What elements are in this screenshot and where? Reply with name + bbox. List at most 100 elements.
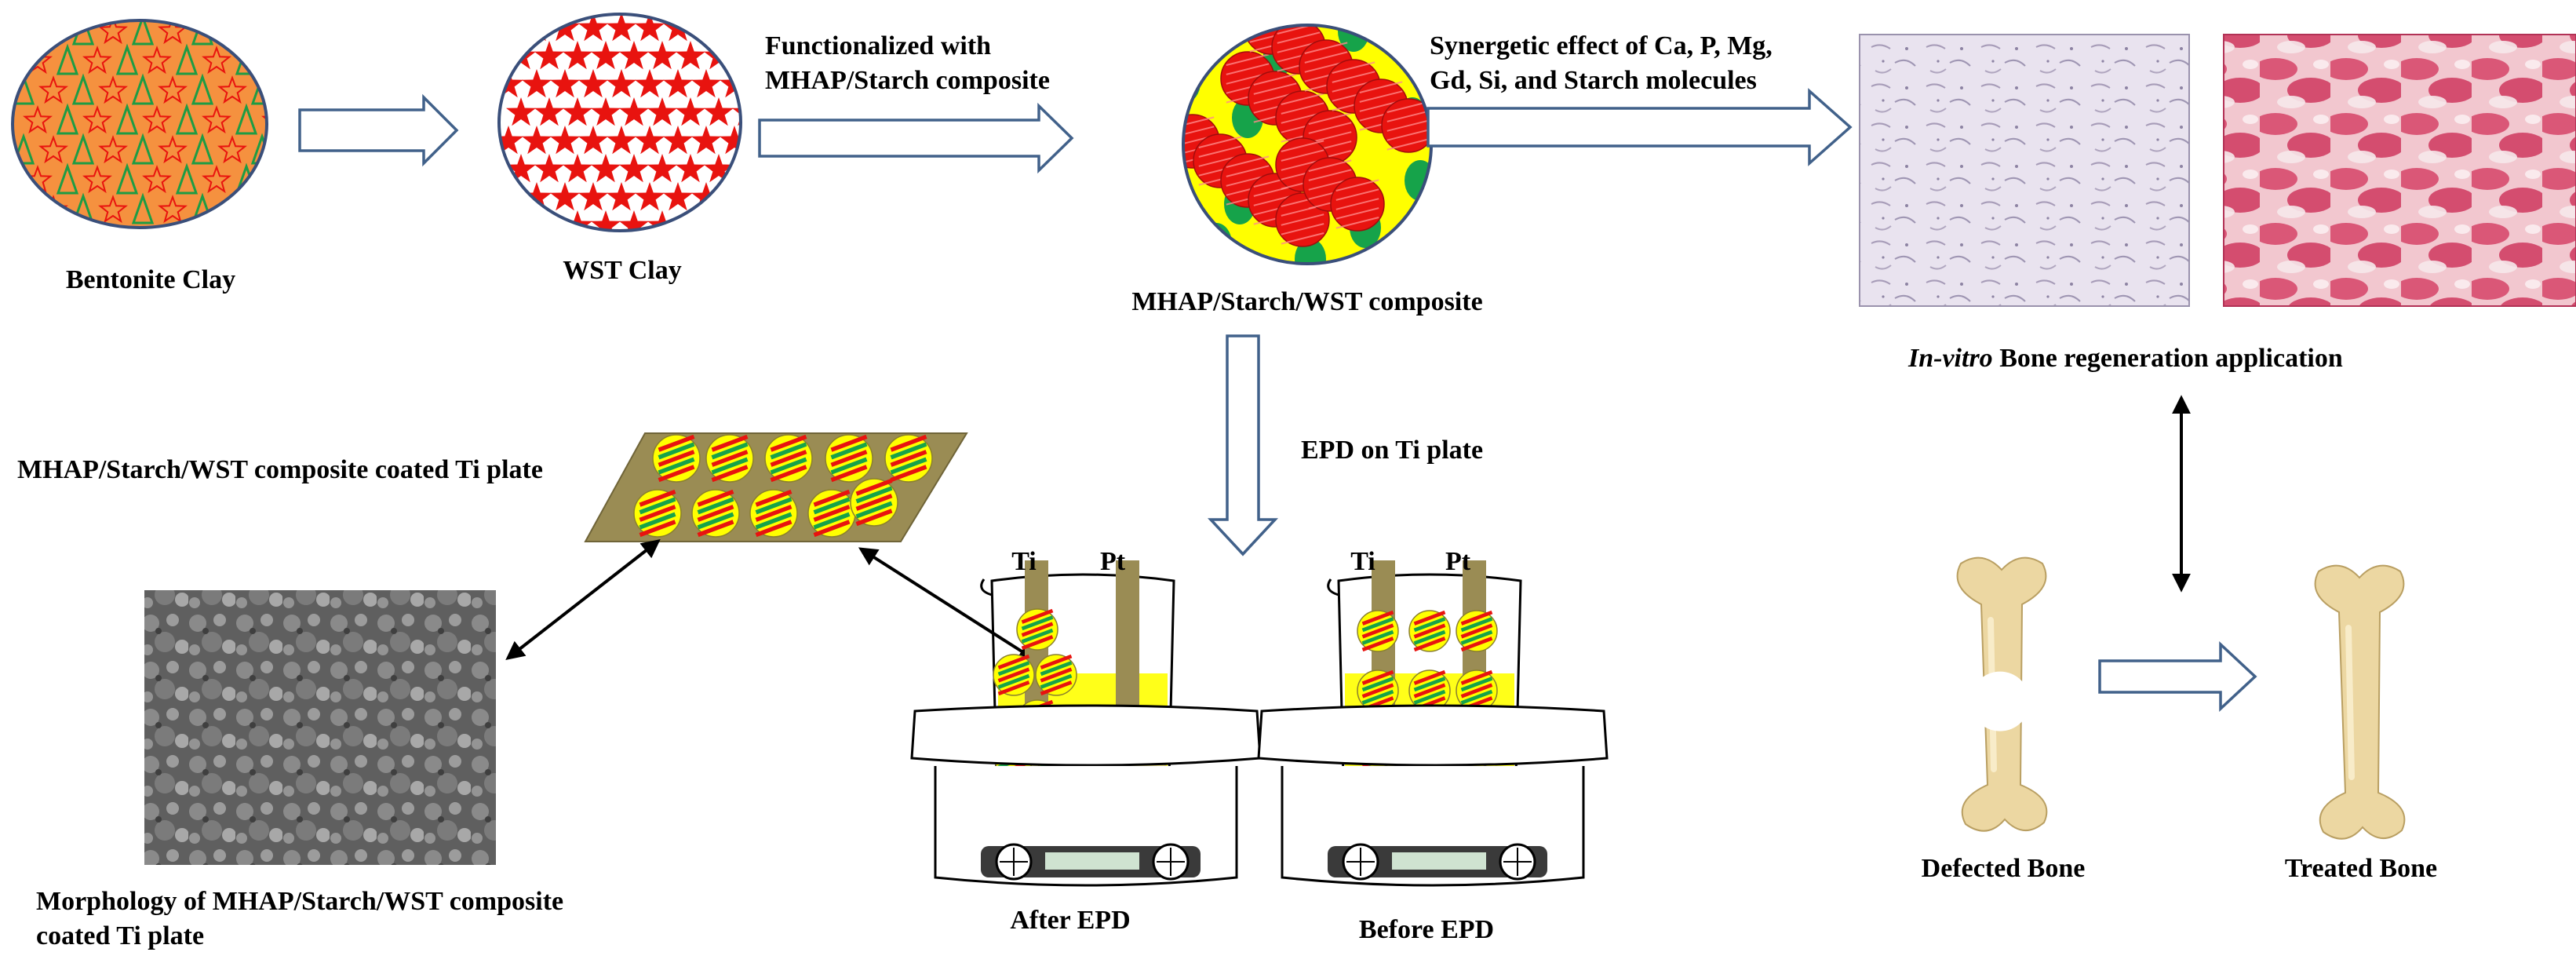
coated-particle-stripe <box>1021 635 1054 651</box>
coated-particle-stripe <box>639 497 676 515</box>
hotplate-top <box>910 704 1262 767</box>
arrow-wst-to-composite <box>758 102 1074 174</box>
particle-stripe <box>1308 159 1352 172</box>
after-epd-setup-hotplate <box>910 704 1262 887</box>
star-shape <box>635 182 665 211</box>
coated-particle-stripe <box>1413 669 1446 685</box>
coated-particle-stripe <box>1361 610 1394 626</box>
particle-stripe <box>1250 3 1292 14</box>
coated-particle-stripe <box>658 442 695 460</box>
coated-particle-stripe <box>711 465 749 483</box>
star-shape <box>202 105 231 134</box>
treated-bone <box>2314 564 2406 840</box>
coated-particle <box>1456 610 1498 652</box>
star-shape <box>38 135 68 164</box>
bentonite-clay-label: Bentonite Clay <box>65 265 236 294</box>
triangle-shape <box>191 73 214 105</box>
star-shape <box>676 41 705 70</box>
star-shape <box>663 126 693 155</box>
bone-defect <box>1970 671 2030 731</box>
composite-particle <box>1330 177 1385 232</box>
hotplate-display <box>1392 852 1486 870</box>
star-shape <box>98 135 128 164</box>
star-shape <box>82 165 112 194</box>
star-shape <box>82 46 112 75</box>
coated-particle-stripe <box>1413 677 1446 692</box>
coated-particle-stripe <box>890 434 927 452</box>
synergetic-label-line1: Synergetic effect of Ca, P, Mg, <box>1430 31 1773 60</box>
functionalized-label-line2: MHAP/Starch composite <box>765 66 1050 95</box>
particle-stripe <box>1335 198 1379 210</box>
coated-particle-stripe <box>1460 669 1493 685</box>
star-shape <box>563 154 592 183</box>
invitro-italic-text: In-vitro <box>1908 344 1993 373</box>
coated-particle-stripe <box>658 465 695 483</box>
coated-particle-stripe <box>770 442 807 460</box>
coated-particle-stripe <box>813 505 851 522</box>
pt-electrode-label-after: Pt <box>1099 547 1126 576</box>
star-shape <box>591 210 621 231</box>
triangle-shape <box>131 192 155 224</box>
particle-stripe <box>1281 149 1324 162</box>
triangle-shape <box>175 162 199 195</box>
star-shape <box>98 195 128 224</box>
wst-clay-label: WST Clay <box>563 256 682 285</box>
triangle-shape <box>131 133 155 165</box>
triangle-shape <box>71 73 95 105</box>
arrow-composite-to-epd <box>1207 334 1279 556</box>
coated-particle-stripe <box>1021 615 1054 631</box>
star-shape <box>607 69 636 98</box>
coated-particle-stripe <box>890 465 927 483</box>
coated-particle-stripe <box>1413 610 1446 626</box>
coated-particle <box>749 489 798 538</box>
star-shape <box>676 97 705 126</box>
coated-particle-stripe <box>997 680 1030 696</box>
star-shape <box>619 97 649 126</box>
morphology-label-line1: Morphology of MHAP/Starch/WST composite <box>36 887 564 916</box>
star-shape <box>38 20 68 45</box>
particle-stripe <box>1198 136 1242 148</box>
coated-particle <box>1357 669 1399 712</box>
triangle-shape <box>56 162 79 195</box>
particle-stripe <box>1308 112 1352 125</box>
coated-particle-stripe <box>1460 637 1493 652</box>
star-shape <box>522 182 552 211</box>
coated-particle-stripe <box>890 450 927 467</box>
particle-stripe <box>1281 232 1324 245</box>
hollow-arrow-icon <box>2098 640 2257 713</box>
coated-particle-stripe <box>1361 677 1394 692</box>
coated-particle-stripe <box>813 520 851 538</box>
green-particle <box>1295 239 1326 264</box>
particle-stripe <box>1386 119 1430 132</box>
coated-particle <box>1016 608 1058 651</box>
particle-stripe <box>1335 188 1379 201</box>
star-shape <box>217 75 247 104</box>
star-shape <box>647 154 677 183</box>
triangle-shape <box>250 192 267 224</box>
star-shape <box>158 195 188 224</box>
coated-particle-stripe <box>697 512 734 530</box>
star-shape <box>23 105 53 134</box>
star-shape <box>217 135 247 164</box>
star-shape <box>578 182 608 211</box>
particle-stripe <box>1281 213 1324 226</box>
star-shape <box>691 126 721 155</box>
star-shape <box>619 210 649 231</box>
wst-outline <box>497 13 742 232</box>
coated-plate-label: MHAP/Starch/WST composite coated Ti plat… <box>17 455 543 484</box>
star-shape <box>607 182 636 211</box>
particle-stripe <box>1281 93 1324 105</box>
particle-stripe <box>1226 155 1270 168</box>
treated-bone-label: Treated Bone <box>2284 854 2438 883</box>
triangle-shape <box>175 103 199 135</box>
pt-electrode-label-before: Pt <box>1445 547 1471 576</box>
particle-stripe <box>1250 13 1292 24</box>
coated-particle-stripe <box>1413 617 1446 633</box>
particle-stripe <box>1281 223 1324 235</box>
coated-particle-stripe <box>1040 680 1073 696</box>
composite-circle <box>1182 3 1433 265</box>
star-shape <box>506 154 536 183</box>
star-shape <box>550 69 580 98</box>
star-shape <box>663 69 693 98</box>
